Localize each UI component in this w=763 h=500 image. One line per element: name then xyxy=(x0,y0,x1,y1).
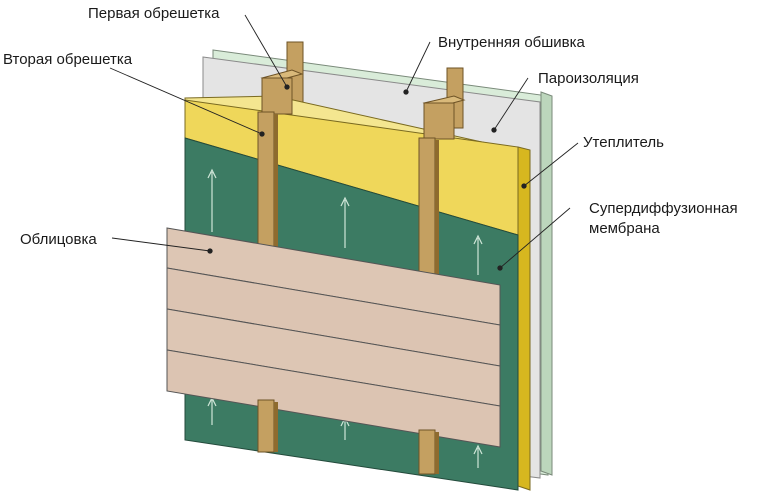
leader-lines xyxy=(109,14,579,271)
label-membrane-line2: мембрана xyxy=(589,220,660,237)
label-insulation: Утеплитель xyxy=(583,134,664,151)
label-membrane-line1: Супердиффузионная xyxy=(589,200,738,217)
label-inner-lining: Внутренняя обшивка xyxy=(438,34,586,51)
cladding-layer xyxy=(166,227,501,448)
airflow-arrows xyxy=(207,168,483,468)
second-batten-heads xyxy=(260,69,466,140)
label-cladding: Облицовка xyxy=(20,231,97,248)
label-vapor-barrier: Пароизоляция xyxy=(538,70,639,87)
batten-stubs xyxy=(257,399,439,475)
label-first-batten: Первая обрешетка xyxy=(88,5,220,22)
label-second-batten: Вторая обрешетка xyxy=(3,51,133,68)
